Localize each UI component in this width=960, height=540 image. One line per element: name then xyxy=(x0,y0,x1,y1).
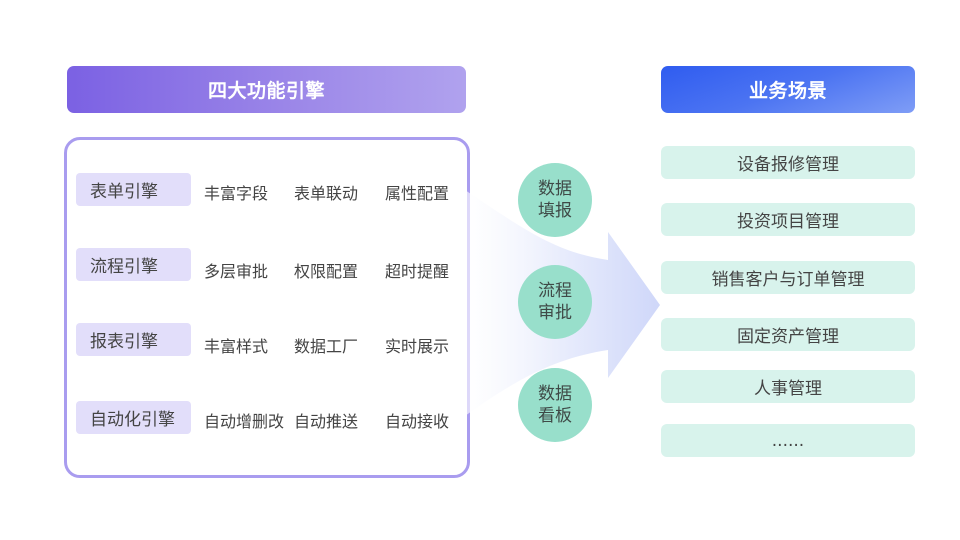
engine-feature: 多层审批 xyxy=(204,262,269,281)
circle-line: 填报 xyxy=(538,201,572,221)
engine-feature: 表单联动 xyxy=(294,184,359,203)
engine-feature: 实时展示 xyxy=(385,337,450,356)
engine-feature: 数据工厂 xyxy=(294,337,359,356)
engine-tag: 报表引擎 xyxy=(76,323,191,356)
engine-row-form: 表单引擎 xyxy=(76,173,191,206)
scenario-item: 设备报修管理 xyxy=(661,146,915,179)
engines-header: 四大功能引擎 xyxy=(67,66,466,113)
circle-line: 数据 xyxy=(538,179,572,199)
engine-row-report: 报表引擎 xyxy=(76,323,191,356)
circle-process-approval: 流程 审批 xyxy=(518,265,592,339)
circle-line: 看板 xyxy=(538,406,572,426)
circle-line: 数据 xyxy=(538,384,572,404)
scenario-item: 人事管理 xyxy=(661,370,915,403)
scenario-item-more: ...... xyxy=(661,424,915,457)
circle-data-entry: 数据 填报 xyxy=(518,163,592,237)
engine-feature: 权限配置 xyxy=(294,262,359,281)
engine-feature: 自动增删改 xyxy=(204,412,285,431)
circle-data-dashboard: 数据 看板 xyxy=(518,368,592,442)
engine-feature: 超时提醒 xyxy=(385,262,450,281)
engine-feature: 自动接收 xyxy=(385,412,450,431)
scenarios-title: 业务场景 xyxy=(748,80,827,102)
engine-row-process: 流程引擎 xyxy=(76,248,191,281)
engine-feature: 自动推送 xyxy=(294,412,359,431)
engine-feature: 属性配置 xyxy=(385,184,450,203)
engine-feature: 丰富样式 xyxy=(204,337,269,356)
scenario-item: 投资项目管理 xyxy=(661,203,915,236)
scenario-item: 销售客户与订单管理 xyxy=(661,261,915,294)
engine-tag: 流程引擎 xyxy=(76,248,191,281)
scenarios-header: 业务场景 xyxy=(661,66,915,113)
circle-line: 流程 xyxy=(538,281,572,301)
engine-tag: 自动化引擎 xyxy=(76,401,191,434)
scenario-item: 固定资产管理 xyxy=(661,318,915,351)
engine-tag: 表单引擎 xyxy=(76,173,191,206)
engine-row-automation: 自动化引擎 xyxy=(76,401,191,434)
circle-line: 审批 xyxy=(538,303,572,323)
engine-feature: 丰富字段 xyxy=(204,184,269,203)
engines-title: 四大功能引擎 xyxy=(207,80,325,102)
